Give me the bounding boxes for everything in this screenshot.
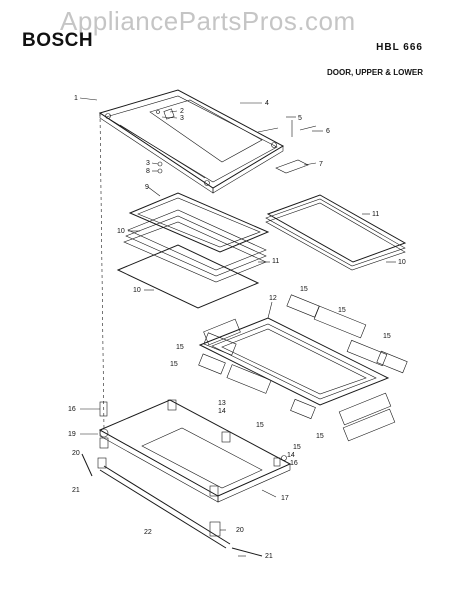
callout-6: 6 [326, 128, 330, 135]
upper-door-panel [98, 89, 285, 194]
callout-14-upper: 14 [218, 408, 226, 415]
callout-17: 17 [281, 495, 289, 502]
callout-9: 9 [145, 184, 149, 191]
callout-7: 7 [319, 161, 323, 168]
callout-10-upper-left: 10 [117, 228, 125, 235]
callout-10-lower-left: 10 [133, 287, 141, 294]
callout-16-left: 16 [68, 406, 76, 413]
callout-2: 2 [180, 108, 184, 115]
callout-21-right: 21 [265, 553, 273, 560]
guide-lines-and-rods [81, 112, 287, 557]
callout-leaders [79, 97, 396, 557]
callout-19: 19 [68, 431, 76, 438]
callout-15-h: 15 [293, 444, 301, 451]
callout-3-lower: 3 [146, 160, 150, 167]
callout-15-c: 15 [383, 333, 391, 340]
section-title: DOOR, UPPER & LOWER [326, 68, 423, 77]
callout-16-right: 16 [290, 460, 298, 467]
callout-15-g: 15 [316, 433, 324, 440]
callout-8: 8 [146, 168, 150, 175]
callout-4: 4 [265, 100, 269, 107]
watermark-text: AppliancePartsPros.com [60, 6, 356, 36]
callout-15-d: 15 [176, 344, 184, 351]
callout-13: 13 [218, 400, 226, 407]
callout-15-e: 15 [170, 361, 178, 368]
callout-15-f: 15 [256, 422, 264, 429]
callout-labels: 1 2 3 4 5 6 7 3 8 9 10 11 11 10 10 12 15… [68, 95, 406, 560]
callout-11-right: 11 [372, 211, 379, 218]
callout-10-right: 10 [398, 259, 406, 266]
right-glass-pane [265, 194, 407, 271]
callout-20-left: 20 [72, 450, 80, 457]
callout-1: 1 [74, 95, 78, 102]
callout-15-a: 15 [300, 286, 308, 293]
brand-logo-text: BOSCH [22, 30, 94, 51]
model-number: HBL 666 [376, 42, 423, 53]
callout-5: 5 [298, 115, 302, 122]
callout-12: 12 [269, 295, 277, 302]
callout-21-left: 21 [72, 487, 80, 494]
callout-15-b: 15 [338, 307, 346, 314]
frame-and-insulation [198, 294, 408, 442]
lower-door-panel [98, 399, 292, 503]
callout-22: 22 [144, 529, 152, 536]
callout-3-upper: 3 [180, 115, 184, 122]
callout-20-right: 20 [236, 527, 244, 534]
callout-11-left: 11 [272, 258, 279, 265]
callout-14-lower: 14 [287, 452, 295, 459]
